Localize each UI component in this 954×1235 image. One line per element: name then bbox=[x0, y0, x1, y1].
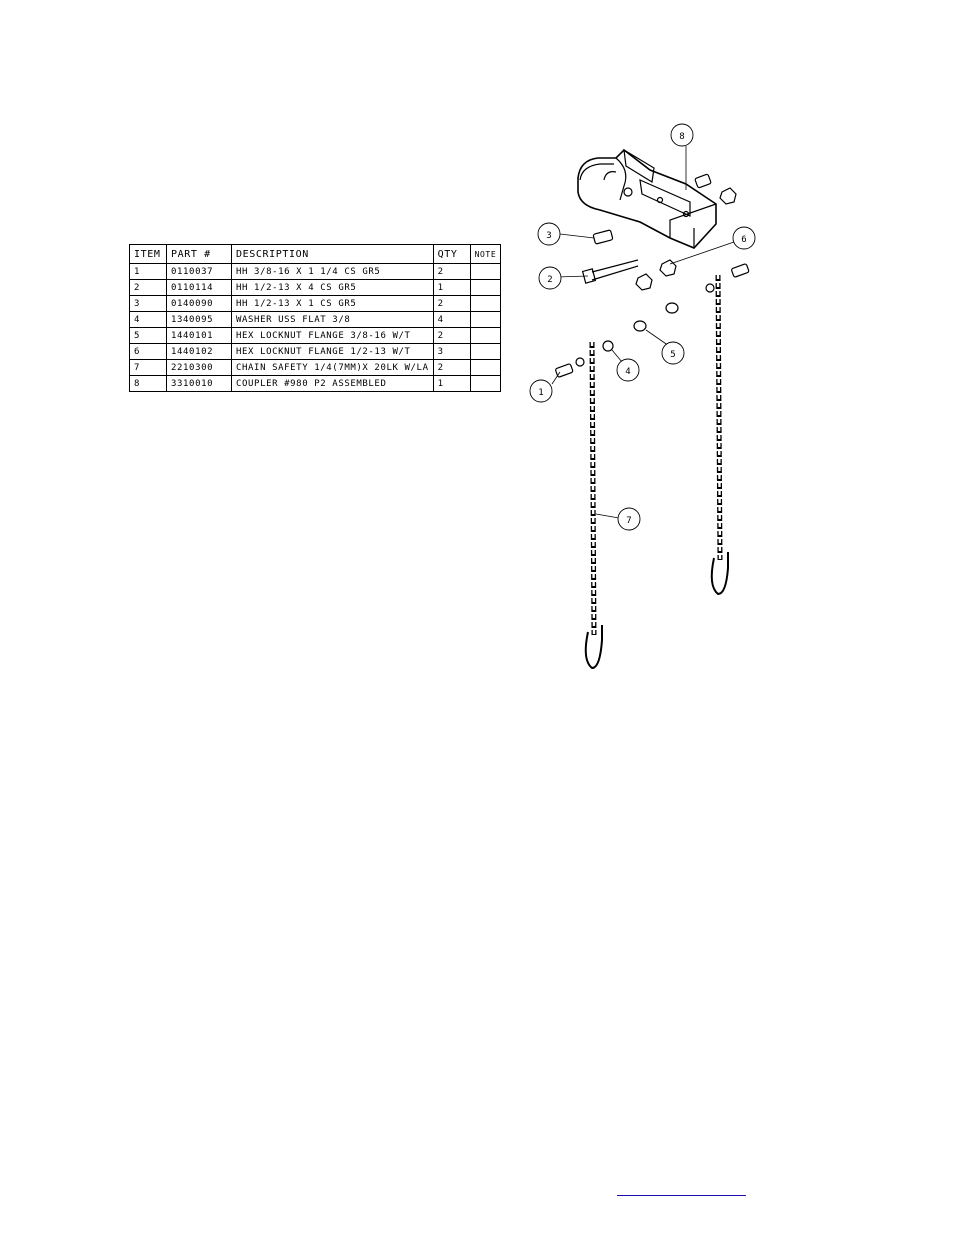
cell-part: 1440101 bbox=[166, 327, 232, 344]
callout-8: 8 bbox=[670, 123, 694, 147]
cell-description: HH 1/2-13 X 4 CS GR5 bbox=[231, 279, 434, 296]
cell-part: 3310010 bbox=[166, 375, 232, 392]
cell-note bbox=[469, 311, 502, 328]
svg-text:8: 8 bbox=[679, 132, 684, 142]
cell-part: 0110114 bbox=[166, 279, 232, 296]
cell-item: 1 bbox=[129, 263, 167, 280]
callout-4: 4 bbox=[616, 358, 640, 382]
hardware bbox=[555, 173, 750, 378]
svg-text:4: 4 bbox=[625, 367, 630, 377]
cell-description: HH 1/2-13 X 1 CS GR5 bbox=[231, 295, 434, 312]
cell-qty: 2 bbox=[432, 263, 471, 280]
cell-qty: 4 bbox=[432, 311, 471, 328]
cell-note bbox=[469, 327, 502, 344]
cell-qty: 1 bbox=[432, 279, 471, 296]
svg-text:2: 2 bbox=[547, 275, 552, 285]
callout-7: 7 bbox=[617, 507, 641, 531]
cell-description: HEX LOCKNUT FLANGE 3/8-16 W/T bbox=[231, 327, 434, 344]
cell-note bbox=[469, 279, 502, 296]
svg-text:7: 7 bbox=[626, 516, 631, 526]
cell-description: HH 3/8-16 X 1 1/4 CS GR5 bbox=[231, 263, 434, 280]
cell-part: 1340095 bbox=[166, 311, 232, 328]
cell-item: 5 bbox=[129, 327, 167, 344]
cell-qty: 3 bbox=[432, 343, 471, 360]
cell-qty: 1 bbox=[432, 375, 471, 392]
cell-description: COUPLER #980 P2 ASSEMBLED bbox=[231, 375, 434, 392]
callout-1: 1 bbox=[529, 379, 553, 403]
callout-leaders bbox=[551, 146, 735, 519]
cell-part: 0140090 bbox=[166, 295, 232, 312]
footer-link[interactable] bbox=[617, 1181, 746, 1196]
callout-6: 6 bbox=[732, 226, 756, 250]
svg-text:3: 3 bbox=[546, 231, 551, 241]
cell-item: 8 bbox=[129, 375, 167, 392]
callout-3: 3 bbox=[537, 222, 561, 246]
cell-part: 2210300 bbox=[166, 359, 232, 376]
callout-5: 5 bbox=[661, 341, 685, 365]
cell-item: 4 bbox=[129, 311, 167, 328]
cell-part: 0110037 bbox=[166, 263, 232, 280]
svg-text:1: 1 bbox=[538, 388, 543, 398]
exploded-assembly-drawing: 1 2 3 4 5 6 7 8 bbox=[529, 123, 756, 670]
col-header-part: PART # bbox=[166, 244, 232, 264]
cell-description: CHAIN SAFETY 1/4(7MM)X 20LK W/LA bbox=[231, 359, 434, 376]
col-header-qty: QTY bbox=[432, 244, 471, 264]
callout-bubbles: 1 2 3 4 5 6 7 8 bbox=[529, 123, 756, 531]
cell-item: 2 bbox=[129, 279, 167, 296]
col-header-item: ITEM bbox=[129, 244, 167, 264]
cell-item: 7 bbox=[129, 359, 167, 376]
svg-text:6: 6 bbox=[741, 235, 746, 245]
cell-note bbox=[469, 343, 502, 360]
cell-note bbox=[469, 359, 502, 376]
col-header-note: NOTE bbox=[469, 244, 502, 264]
svg-text:5: 5 bbox=[670, 350, 675, 360]
cell-qty: 2 bbox=[432, 359, 471, 376]
safety-chains bbox=[584, 274, 729, 670]
coupler-assembly bbox=[577, 148, 717, 249]
col-header-description: DESCRIPTION bbox=[231, 244, 434, 264]
table-header-row: ITEM PART # DESCRIPTION QTY NOTE bbox=[129, 244, 502, 264]
cell-item: 6 bbox=[129, 343, 167, 360]
cell-qty: 2 bbox=[432, 327, 471, 344]
cell-part: 1440102 bbox=[166, 343, 232, 360]
cell-item: 3 bbox=[129, 295, 167, 312]
cell-qty: 2 bbox=[432, 295, 471, 312]
cell-description: WASHER USS FLAT 3/8 bbox=[231, 311, 434, 328]
cell-note bbox=[469, 375, 502, 392]
callout-2: 2 bbox=[538, 266, 562, 290]
cell-note bbox=[469, 295, 502, 312]
cell-note bbox=[469, 263, 502, 280]
cell-description: HEX LOCKNUT FLANGE 1/2-13 W/T bbox=[231, 343, 434, 360]
